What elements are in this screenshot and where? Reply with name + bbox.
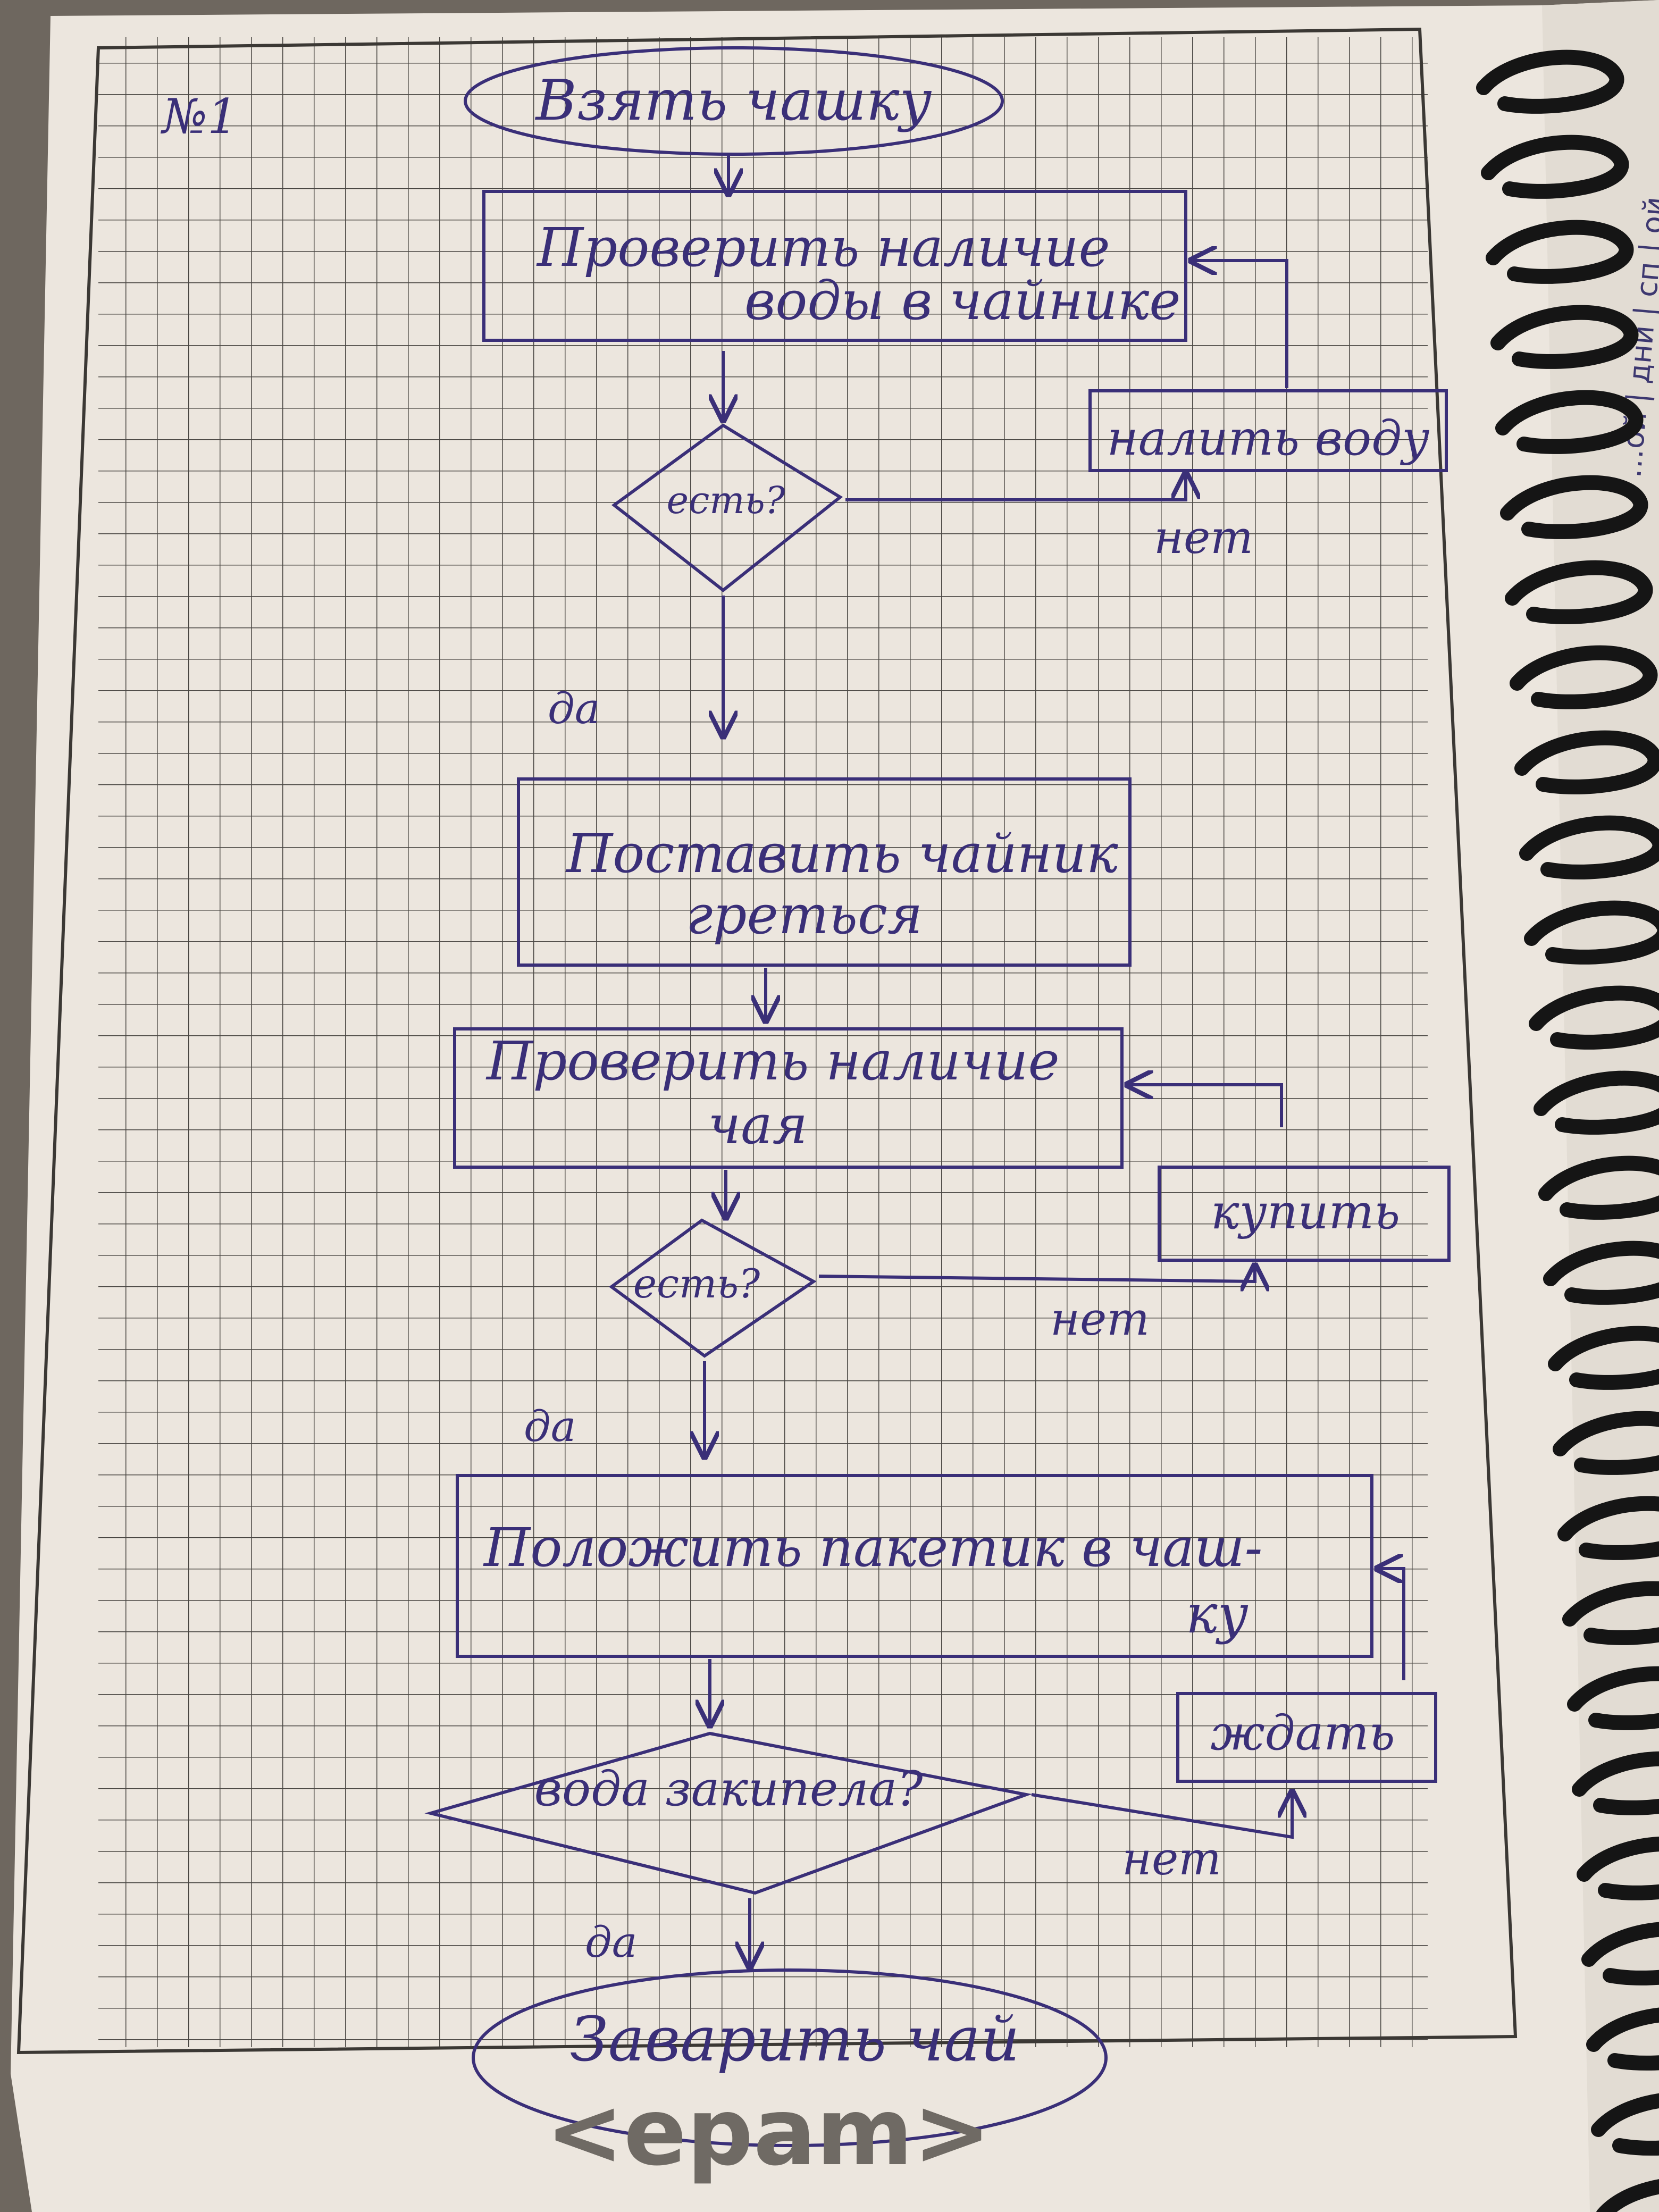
spiral-coil [1586, 2007, 1659, 2071]
sheet-number: №1 [160, 89, 238, 145]
check-tea-label-line2: чая [708, 1094, 808, 1156]
arrow-add-water-loop [1191, 261, 1288, 388]
spiral-coil [1567, 1666, 1659, 1730]
arrow-no-to-wait [1031, 1792, 1292, 1839]
put-bag-label-line2: ку [1186, 1583, 1249, 1645]
spiral-coil [1495, 390, 1644, 454]
next-page-edge [1542, 0, 1659, 2212]
check-water-label-line1: Проверить наличие [536, 216, 1110, 279]
arrow-no-to-buy [818, 1266, 1255, 1281]
kettle-box [517, 777, 1132, 967]
spiral-coil [1562, 1581, 1659, 1645]
spiral-coil [1596, 2179, 1659, 2212]
check-water-label-line2: воды в чайнике [744, 270, 1180, 332]
arrow-no-to-add-water [845, 473, 1186, 501]
spiral-coil [1529, 985, 1659, 1050]
decision-tea-diamond [608, 1218, 817, 1358]
no-label-3: нет [1122, 1833, 1221, 1886]
spiral-coil [1486, 220, 1634, 284]
arrow-buy-loop [1127, 1085, 1283, 1127]
brand-logo: <epam> [546, 2079, 991, 2186]
decision-boil-diamond [424, 1731, 1033, 1895]
spiral-coil [1505, 560, 1653, 624]
yes-label-1: да [548, 684, 600, 733]
buy-box [1158, 1166, 1451, 1262]
kettle-label-line2: греться [686, 884, 923, 946]
no-label-2: нет [1050, 1293, 1150, 1346]
yes-label-2: да [524, 1402, 576, 1451]
spiral-coil [1510, 645, 1658, 709]
decision-water-label: есть? [667, 479, 785, 522]
spiral-coil [1553, 1411, 1659, 1475]
spiral-binding [1476, 49, 1659, 2212]
spiral-coil [1591, 2093, 1659, 2156]
start-terminator [464, 46, 1004, 156]
put-bag-box [456, 1474, 1373, 1658]
spiral-coil [1490, 305, 1639, 369]
spiral-coil [1577, 1837, 1659, 1900]
spiral-coil [1534, 1070, 1659, 1135]
no-label-1: нет [1154, 512, 1253, 564]
spiral-coil [1500, 475, 1648, 539]
spiral-coil [1514, 730, 1659, 794]
wait-label: ждать [1210, 1705, 1395, 1761]
spiral-coil [1481, 135, 1629, 199]
end-label: Заварить чай [570, 2004, 1020, 2075]
start-label: Взять чашку [534, 68, 932, 133]
spiral-coil [1572, 1751, 1659, 1815]
decision-water-diamond [611, 423, 843, 592]
check-tea-box [453, 1027, 1124, 1169]
grid-border [16, 27, 1518, 2055]
check-tea-label-line1: Проверить наличие [485, 1030, 1060, 1092]
spiral-coil [1581, 1922, 1659, 1985]
spiral-coil [1476, 49, 1624, 114]
add-water-label: налить воду [1107, 410, 1430, 466]
graph-grid [98, 37, 1428, 2047]
check-water-box [482, 190, 1187, 342]
spiral-coil [1519, 815, 1659, 879]
buy-label: купить [1211, 1184, 1400, 1240]
kettle-label-line1: Поставить чайник [565, 823, 1118, 885]
decision-tea-label: есть? [633, 1260, 760, 1307]
add-water-box [1088, 389, 1448, 472]
decision-boil-label: вода закипела? [534, 1761, 924, 1817]
wait-box [1176, 1692, 1437, 1783]
put-bag-label-line1: Положить пакетик в чаш- [483, 1516, 1262, 1579]
spiral-coil [1538, 1155, 1659, 1220]
spiral-coil [1543, 1241, 1659, 1305]
spiral-coil [1548, 1326, 1659, 1390]
spiral-coil [1557, 1496, 1659, 1560]
yes-label-3: да [585, 1917, 637, 1967]
end-terminator [472, 1968, 1108, 2147]
spiral-coil [1524, 900, 1659, 965]
arrow-wait-loop [1377, 1569, 1405, 1680]
